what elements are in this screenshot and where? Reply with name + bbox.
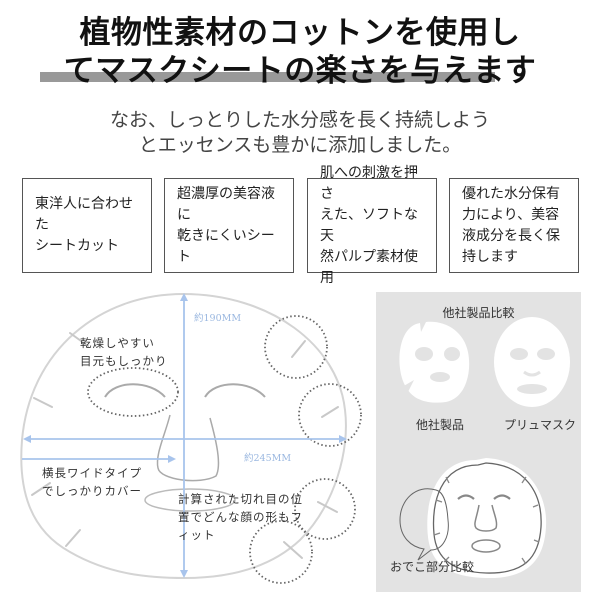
- brand-caption: プリュマスク: [504, 418, 577, 432]
- brand-mask-icon: [494, 317, 570, 407]
- height-dimension-label: 約190MM: [194, 313, 242, 324]
- competitor-mask-icon: [399, 321, 470, 403]
- competitor-caption: 他社製品: [416, 418, 465, 432]
- feature-box-2: 超濃厚の美容液に 乾きにくいシート: [164, 178, 294, 273]
- headline: 植物性素材のコットンを使用し てマスクシートの楽さを与えます: [0, 14, 600, 90]
- wide-type-note: 横長ワイドタイプ でしっかりカバー: [42, 466, 142, 498]
- feature-text-2: 超濃厚の美容液に 乾きにくいシート: [177, 185, 275, 265]
- feature-text-4: 優れた水分保有 力により、美容 液成分を長く保 持します: [462, 185, 560, 265]
- intro-line-1: なお、しっとりした水分感を長く持続しよう: [109, 109, 490, 131]
- mask-outline-illustration: [20, 292, 362, 584]
- intro-line-2: とエッセンスも豊かに添加しました。: [138, 134, 462, 156]
- comparison-illustrations: [399, 317, 570, 579]
- feature-box-3: 肌への刺激を押さ えた、ソフトな天 然パルプ素材使用: [307, 165, 437, 286]
- headline-underline-bar: [40, 72, 495, 82]
- forehead-comparison-mask-icon: [399, 458, 547, 579]
- intro-text: なお、しっとりした水分感を長く持続しよう とエッセンスも豊かに添加しました。: [0, 108, 600, 158]
- feature-box-4: 優れた水分保有 力により、美容 液成分を長く保 持します: [449, 178, 579, 273]
- comparison-title: 他社製品比較: [442, 306, 515, 320]
- mask-dimension-diagram: 約190MM 約245MM 乾燥しやすい 目元もしっかり 横長ワイドタイプ でし…: [0, 290, 370, 600]
- forehead-comparison-caption: おでこ部分比較: [390, 560, 475, 574]
- headline-line-2: てマスクシートの楽さを与えます: [63, 53, 537, 89]
- cut-position-note: 計算された切れ目の位 置でどんな顔の形もフ ィット: [178, 492, 303, 542]
- feature-text-3: 肌への刺激を押さ えた、ソフトな天 然パルプ素材使用: [320, 164, 418, 286]
- headline-line-1: 植物性素材のコットンを使用し: [79, 15, 521, 51]
- eye-area-note: 乾燥しやすい 目元もしっかり: [80, 336, 168, 368]
- width-dimension-label: 約245MM: [244, 453, 292, 464]
- feature-text-1: 東洋人に合わせた シートカット: [35, 196, 133, 254]
- mask-outline-icon: [20, 292, 347, 580]
- feature-box-1: 東洋人に合わせた シートカット: [22, 178, 152, 273]
- competitor-comparison-panel: 他社製品比較: [376, 292, 581, 592]
